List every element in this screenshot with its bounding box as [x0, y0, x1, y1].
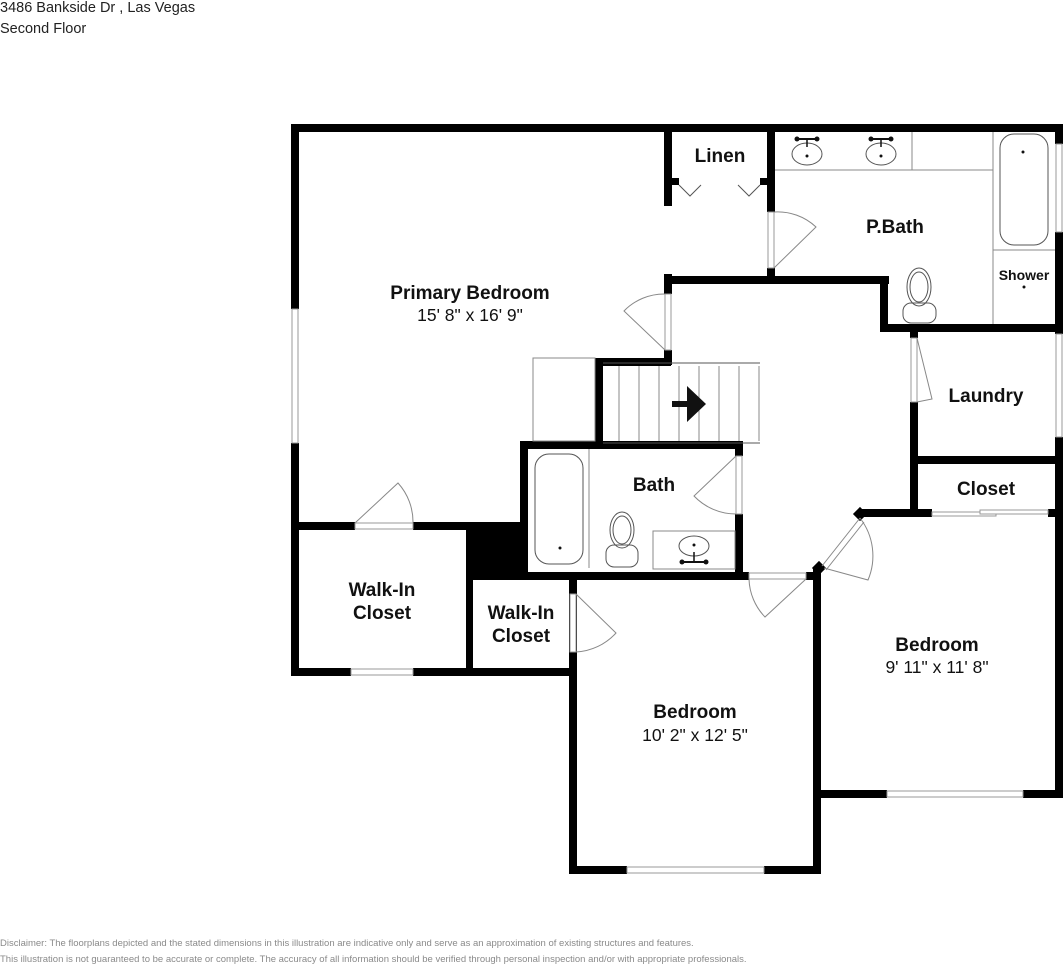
- room-name-walk-in-closet-2-line2: Closet: [492, 626, 551, 647]
- room-dims-bedroom-2: 10' 2" x 12' 5": [642, 725, 748, 745]
- room-name-primary-bedroom: Primary Bedroom: [390, 283, 549, 304]
- room-name-walk-in-closet-1-line1: Walk-In: [349, 580, 416, 601]
- room-name-bath: Bath: [633, 475, 675, 496]
- sink-icon: [678, 535, 710, 565]
- room-name-closet: Closet: [957, 479, 1016, 500]
- room-name-shower: Shower: [999, 267, 1050, 283]
- sink-icon: [865, 136, 897, 166]
- room-name-laundry: Laundry: [949, 386, 1024, 407]
- room-name-bedroom-2: Bedroom: [653, 702, 736, 723]
- walls: [291, 124, 1063, 874]
- room-name-walk-in-closet-1-line2: Closet: [353, 603, 412, 624]
- arrow-right-icon: [672, 386, 706, 422]
- windows: [291, 143, 1063, 874]
- sink-icon: [791, 136, 823, 166]
- doors: [354, 184, 1049, 653]
- room-name-bedroom-3: Bedroom: [895, 635, 978, 656]
- toilet-icon: [902, 267, 937, 324]
- bathtub-icon: [534, 453, 584, 565]
- disclaimer-line-1: Disclaimer: The floorplans depicted and …: [0, 938, 694, 949]
- disclaimer-line-2: This illustration is not guaranteed to b…: [0, 954, 747, 965]
- fixtures: [534, 132, 1055, 570]
- room-name-walk-in-closet-2-line1: Walk-In: [488, 603, 555, 624]
- room-dims-bedroom-3: 9' 11" x 11' 8": [885, 657, 988, 677]
- shower-drain-icon: [1022, 285, 1026, 289]
- toilet-icon: [605, 511, 639, 568]
- floor-label: Second Floor: [0, 21, 87, 37]
- bathtub-icon: [999, 133, 1049, 246]
- stairs: [532, 357, 760, 444]
- property-address: 3486 Bankside Dr , Las Vegas: [0, 0, 196, 16]
- room-labels: Primary Bedroom 15' 8" x 16' 9" Linen P.…: [349, 146, 1050, 745]
- room-dims-primary-bedroom: 15' 8" x 16' 9": [417, 305, 523, 325]
- room-name-p-bath: P.Bath: [866, 217, 924, 238]
- room-name-linen: Linen: [695, 146, 746, 167]
